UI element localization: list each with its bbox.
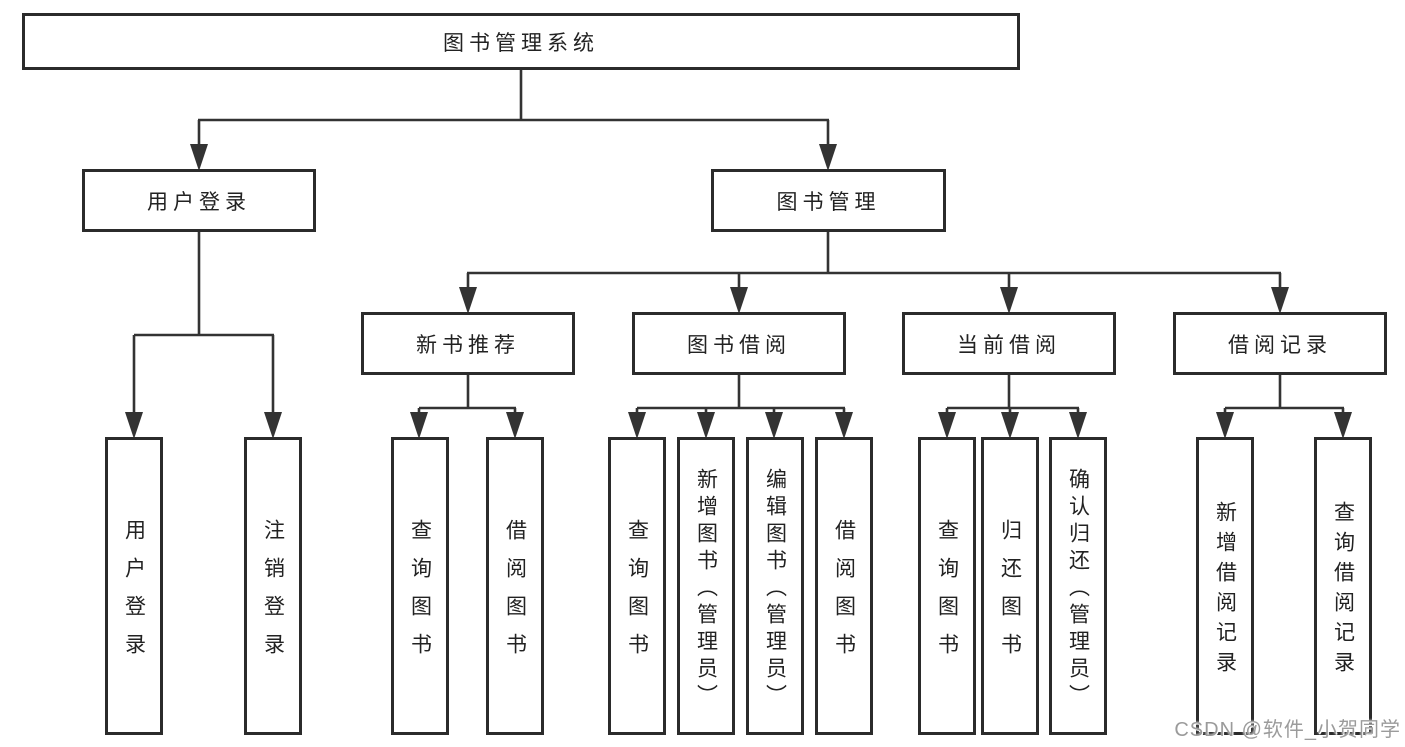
leaf-label: 注销登录 — [261, 518, 285, 671]
watermark: CSDN @软件_小贺同学 — [1174, 719, 1401, 741]
node-label: 用户登录 — [147, 190, 251, 214]
leaf-return-books: 归还图书 — [981, 437, 1039, 735]
leaf-label: 确认归还（管理员） — [1066, 467, 1090, 711]
node-label: 图书管理系统 — [443, 31, 599, 55]
node-label: 新书推荐 — [416, 333, 520, 357]
leaf-label: 查询图书 — [408, 518, 432, 671]
leaf-confirm-return-admin: 确认归还（管理员） — [1049, 437, 1107, 735]
leaf-label: 借阅图书 — [832, 518, 856, 671]
leaf-add-borrow-record: 新增借阅记录 — [1196, 437, 1254, 735]
leaf-user-login: 用户登录 — [105, 437, 163, 735]
node-label: 图书管理 — [776, 190, 881, 214]
node-book-management: 图书管理 — [711, 169, 946, 232]
leaf-query-books-recommend: 查询图书 — [391, 437, 449, 735]
leaf-label: 编辑图书（管理员） — [763, 467, 787, 711]
leaf-query-borrow-record: 查询借阅记录 — [1314, 437, 1372, 735]
leaf-label: 借阅图书 — [503, 518, 527, 671]
leaf-label: 归还图书 — [998, 518, 1022, 671]
node-borrowing-records: 借阅记录 — [1173, 312, 1387, 375]
node-label: 当前借阅 — [957, 333, 1061, 357]
leaf-label: 查询图书 — [935, 518, 959, 671]
leaf-label: 查询借阅记录 — [1331, 500, 1355, 681]
node-label: 借阅记录 — [1228, 333, 1332, 357]
leaf-logout: 注销登录 — [244, 437, 302, 735]
node-book-borrowing: 图书借阅 — [632, 312, 846, 375]
leaf-add-book-admin: 新增图书（管理员） — [677, 437, 735, 735]
node-label: 图书借阅 — [687, 333, 791, 357]
leaf-borrow-books-recommend: 借阅图书 — [486, 437, 544, 735]
node-new-book-recommendation: 新书推荐 — [361, 312, 575, 375]
leaf-query-books-borrowing: 查询图书 — [608, 437, 666, 735]
leaf-label: 新增图书（管理员） — [694, 467, 718, 711]
node-current-borrowing: 当前借阅 — [902, 312, 1116, 375]
leaf-label: 新增借阅记录 — [1213, 500, 1237, 681]
leaf-query-books-current: 查询图书 — [918, 437, 976, 735]
leaf-label: 查询图书 — [625, 518, 649, 671]
node-user-login: 用户登录 — [82, 169, 316, 232]
leaf-borrow-books-borrowing: 借阅图书 — [815, 437, 873, 735]
node-library-system: 图书管理系统 — [22, 13, 1020, 70]
leaf-edit-book-admin: 编辑图书（管理员） — [746, 437, 804, 735]
leaf-label: 用户登录 — [122, 518, 146, 671]
